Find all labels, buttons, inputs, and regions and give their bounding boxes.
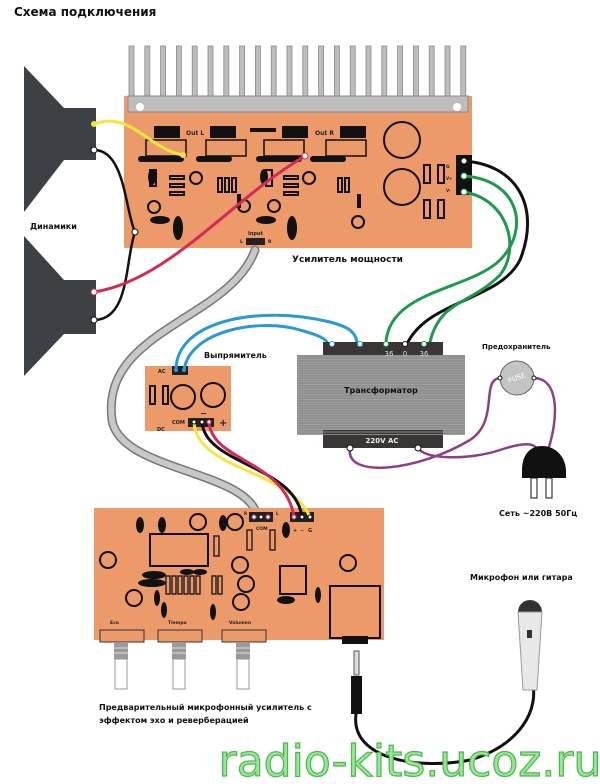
terminal-vplus-label: V+: [446, 176, 452, 181]
power-amplifier-label: Усилитель мощности: [292, 255, 403, 265]
resistor: [177, 575, 183, 595]
wire-yellow-out-l: [92, 119, 185, 157]
resistor: [171, 575, 177, 595]
resistor: [246, 529, 253, 551]
out-right-label: Out R: [315, 130, 334, 137]
wire-yellow-dc: [192, 420, 312, 519]
ac-label: AC: [158, 369, 166, 375]
potentiometer-shaft[interactable]: [236, 643, 250, 690]
mounting-hole: [136, 103, 144, 111]
terminal-vminus-label: V-: [446, 188, 451, 193]
microphone-label: Микрофон или гитара: [470, 573, 573, 582]
watermark: radio-kits.ucoz.ru: [219, 736, 600, 784]
mic-cable: [354, 678, 536, 766]
plus-label: +: [219, 418, 227, 429]
preamp-com-label: COM: [256, 526, 268, 532]
diagram-title: Схема подключения: [14, 5, 156, 19]
resistor: [165, 575, 171, 595]
preamp-l-label: L: [276, 511, 279, 516]
wire-black-dc: [200, 420, 304, 519]
fuse: FUSE: [497, 360, 537, 396]
resistor: [195, 575, 201, 595]
speaker-bottom: [24, 236, 96, 376]
wire-green-vplus: [384, 174, 519, 344]
fuse-label: Предохранитель: [482, 343, 551, 351]
minus-label: −: [200, 409, 207, 418]
potentiometer-shaft[interactable]: [172, 643, 186, 690]
preamp-board: Eco Tiempo Volumen R L COM + − G: [94, 508, 384, 644]
wire-black-ground: [406, 159, 530, 344]
input-r-label: R: [268, 239, 272, 245]
transformer: 36 0 36 220V AC Трансформатор: [297, 341, 465, 448]
com-label: COM: [172, 420, 185, 426]
preamp-r-label: R: [244, 511, 247, 516]
input-label: Input: [248, 231, 264, 237]
heatsink: [128, 45, 467, 107]
preamp-g-label: G: [308, 528, 312, 534]
wire-green-vminus: [428, 190, 512, 344]
preamp-minus-label: −: [300, 528, 304, 534]
knob-label-eco: Eco: [110, 620, 119, 626]
wire-purple-primary-2: [416, 443, 540, 459]
rectifier-label: Выпрямитель: [204, 351, 267, 360]
wire-purple-primary-1: [348, 376, 502, 469]
secondary-36-left: 36: [385, 350, 394, 358]
audio-jack-plug: [351, 650, 362, 714]
input-connector[interactable]: [246, 238, 265, 245]
out-left-label: Out L: [186, 130, 204, 137]
terminal-g-label: G: [446, 164, 450, 170]
resistor: [213, 535, 220, 557]
wire-purple-fuse-plug: [533, 376, 557, 452]
speakers-label: Динамики: [30, 222, 77, 231]
resistor: [183, 575, 189, 595]
resistor: [217, 575, 223, 595]
mains-plug: [522, 446, 566, 499]
preamp-label-line1: Предварительный микрофонный усилитель с: [99, 703, 312, 712]
ac-terminal[interactable]: [172, 366, 188, 375]
wire-red-out-r: [92, 154, 307, 294]
secondary-36-right: 36: [420, 350, 429, 358]
potentiometer-shaft[interactable]: [114, 643, 128, 690]
rectifier-board: AC DC COM − +: [145, 366, 231, 433]
preamp-plus-label: +: [293, 528, 297, 534]
primary-label: 220V AC: [365, 437, 398, 445]
secondary-0: 0: [403, 350, 407, 358]
transformer-label: Трансформатор: [344, 386, 418, 395]
knob-label-tiempo: Tiempo: [168, 620, 187, 626]
resistor: [269, 529, 276, 551]
speaker-top: [24, 66, 96, 212]
power-amplifier-board: Out L Out R Input L R G V+ V-: [124, 95, 472, 248]
knob-label-volumen: Volumen: [229, 620, 251, 626]
mounting-hole: [453, 103, 461, 111]
wire-blue-ac-2: [182, 324, 329, 372]
resistor: [189, 575, 195, 595]
wire-blue-ac-1: [174, 313, 359, 372]
wire-red-dc: [207, 420, 296, 519]
input-l-label: L: [240, 239, 243, 245]
dc-label: DC: [157, 427, 165, 433]
mains-label: Сеть ~220В 50Гц: [499, 509, 577, 518]
preamp-label-line2: эффектом эхо и реверберацией: [99, 715, 249, 725]
resistor: [211, 575, 217, 595]
microphone: [517, 600, 543, 691]
